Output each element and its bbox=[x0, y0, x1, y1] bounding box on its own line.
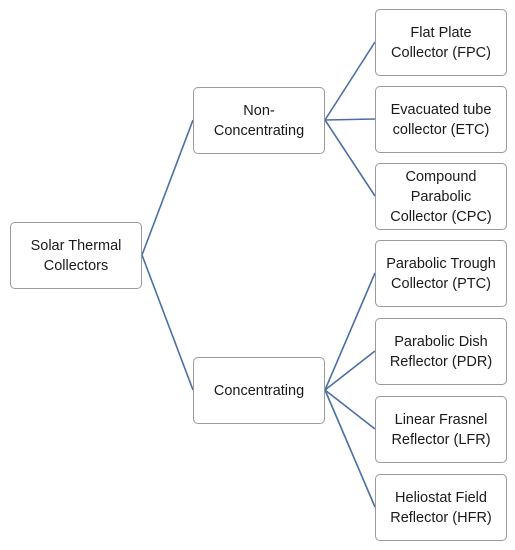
connector-con-ptc bbox=[324, 272, 376, 391]
node-flat-plate-collector: Flat Plate Collector (FPC) bbox=[375, 9, 507, 76]
node-label: Non- Concentrating bbox=[213, 102, 305, 139]
node-solar-thermal-collectors: Solar Thermal Collectors bbox=[10, 222, 142, 289]
node-linear-frasnel-reflector: Linear Frasnel Reflector (LFR) bbox=[375, 396, 507, 463]
node-compound-parabolic-collector: Compound Parabolic Collector (CPC) bbox=[375, 163, 507, 230]
connector-con-hfr bbox=[324, 389, 376, 508]
node-label: Solar Thermal Collectors bbox=[30, 237, 122, 274]
connector-noncon-cpc bbox=[324, 119, 376, 197]
node-label: Parabolic Trough Collector (PTC) bbox=[386, 255, 496, 292]
node-evacuated-tube-collector: Evacuated tube collector (ETC) bbox=[375, 86, 507, 153]
node-parabolic-dish-reflector: Parabolic Dish Reflector (PDR) bbox=[375, 318, 507, 385]
node-label: Parabolic Dish Reflector (PDR) bbox=[389, 333, 493, 370]
node-non-concentrating: Non- Concentrating bbox=[193, 87, 325, 154]
node-label: Evacuated tube collector (ETC) bbox=[390, 101, 492, 138]
connector-root-noncon bbox=[141, 119, 194, 256]
node-label: Compound Parabolic Collector (CPC) bbox=[390, 168, 492, 225]
connector-con-pdr bbox=[324, 350, 376, 391]
node-heliostat-field-reflector: Heliostat Field Reflector (HFR) bbox=[375, 474, 507, 541]
node-label: Concentrating bbox=[213, 382, 305, 399]
node-label: Heliostat Field Reflector (HFR) bbox=[390, 489, 492, 526]
node-label: Linear Frasnel Reflector (LFR) bbox=[391, 411, 491, 448]
connector-con-lfr bbox=[324, 389, 376, 430]
node-parabolic-trough-collector: Parabolic Trough Collector (PTC) bbox=[375, 240, 507, 307]
connector-noncon-fpc bbox=[324, 41, 376, 121]
connector-root-con bbox=[141, 254, 194, 391]
node-label: Flat Plate Collector (FPC) bbox=[391, 24, 491, 61]
connector-noncon-etc bbox=[324, 118, 376, 121]
node-concentrating: Concentrating bbox=[193, 357, 325, 424]
